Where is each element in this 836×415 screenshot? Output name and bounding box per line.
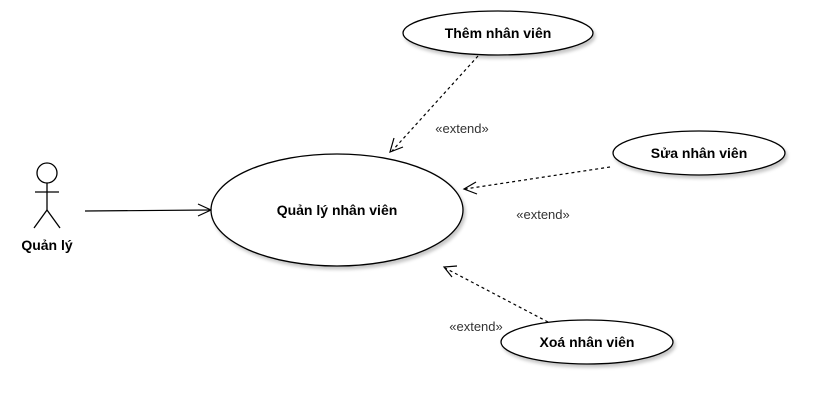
use-case-main[interactable]: Quản lý nhân viên (210, 153, 464, 267)
use-case-delete[interactable]: Xoá nhân viên (500, 319, 674, 365)
extend-label-delete: «extend» (449, 319, 503, 334)
use-case-add[interactable]: Thêm nhân viên (402, 10, 594, 56)
actor-label: Quản lý (21, 237, 73, 253)
use-case-add-label: Thêm nhân viên (445, 25, 552, 41)
actor-stick-figure-icon (33, 162, 61, 229)
extend-arrow-edit (462, 166, 611, 195)
extend-arrow-add (389, 55, 479, 153)
use-case-main-label: Quản lý nhân viên (277, 202, 398, 218)
use-case-delete-label: Xoá nhân viên (540, 334, 635, 350)
association-line (84, 203, 213, 217)
use-case-edit[interactable]: Sửa nhân viên (612, 130, 786, 176)
extend-label-add: «extend» (435, 121, 489, 136)
use-case-edit-label: Sửa nhân viên (651, 145, 748, 161)
extend-arrow-delete (442, 265, 549, 323)
actor-manager[interactable]: Quản lý (21, 162, 73, 253)
extend-label-edit: «extend» (516, 207, 570, 222)
